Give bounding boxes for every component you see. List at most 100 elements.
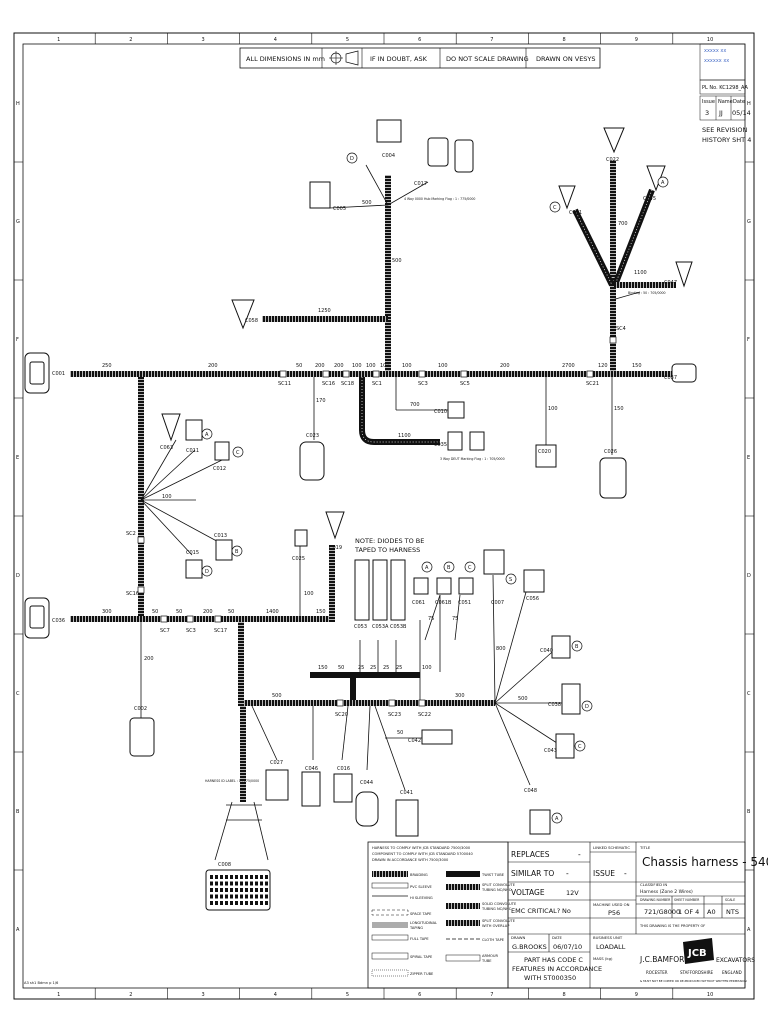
label-c053b: C053B <box>390 624 407 630</box>
border-row-label: H <box>747 101 751 107</box>
tb-part-line2: FEATURES IN ACCORDANCE <box>512 965 602 973</box>
tb-machine-value: P56 <box>608 909 620 917</box>
tb-scale-value: NTS <box>726 908 739 916</box>
border-row-label: A <box>747 927 751 933</box>
border-column-label: 3 <box>202 37 205 43</box>
legend-block: HARNESS TO COMPLY WITH JCB STANDARD 7500… <box>367 841 517 989</box>
border-column-label: 1 <box>57 37 60 43</box>
dim-label: 50 <box>228 609 234 615</box>
callout-a: A <box>425 565 429 571</box>
c008-pin <box>260 888 263 892</box>
c008-pin <box>220 888 223 892</box>
dim-label: 1100 <box>398 433 411 439</box>
drawing-notes: NOTE: DIODES TO BE TAPED TO HARNESS 4 Wa… <box>205 197 666 783</box>
label-c013: C013 <box>214 533 227 539</box>
tb-machine-header: MACHINE USED ON <box>593 902 630 907</box>
tb-classified-value: Harness (Zone 2 Wires) <box>640 889 693 895</box>
border-column-label: 6 <box>418 992 421 998</box>
c008-pin <box>230 881 233 886</box>
label-c061: C061 <box>412 600 425 606</box>
label-sc16b: SC16 <box>126 591 139 597</box>
rev-issue-value: 3 <box>705 109 709 117</box>
tb-sheet-value: 1 OF 4 <box>678 908 699 916</box>
dim-label: 2700 <box>562 363 575 369</box>
border-column-label: 4 <box>274 992 277 998</box>
c008-pin <box>245 881 248 886</box>
dim-label: 250 <box>102 363 112 369</box>
label-sc22: SC22 <box>418 712 431 718</box>
c008-pin <box>220 875 223 879</box>
callout-b: B <box>447 565 451 571</box>
legend-split2-b: WITH OVERLAP <box>482 924 510 928</box>
dim-label: 50 <box>397 730 403 736</box>
c008-pin <box>230 888 233 892</box>
tb-business-header: BUSINESS UNIT <box>593 935 623 940</box>
border-column-label: 2 <box>129 37 132 43</box>
c008-pin <box>230 901 233 905</box>
legend-hi-sleeving: HI SLEEVING <box>410 896 433 900</box>
c008-pin <box>240 888 243 892</box>
label-sc1: SC1 <box>372 381 382 387</box>
dim-label: 200 <box>144 656 154 662</box>
dim-label: 25 <box>358 665 364 671</box>
std-line2: COMPONENT TO COMPLY WITH JCB STANDARD 57… <box>372 852 474 856</box>
tb-copyright: & MUST NOT BE COPIED OR RE-PRODUCED WITH… <box>640 979 747 983</box>
label-sc3: SC3 <box>418 381 428 387</box>
label-c036: C036 <box>52 618 65 624</box>
note-dimensions: ALL DIMENSIONS IN mm <box>246 55 325 63</box>
c008-pin <box>255 901 258 905</box>
tb-voltage-value: 12V <box>566 889 579 897</box>
label-c047: C047 <box>664 280 677 286</box>
jcb-logo-icon: JCB <box>683 938 714 964</box>
label-c045: C045 <box>643 196 656 202</box>
tb-part-line3: WITH 5T000350 <box>524 974 576 982</box>
c008-pin <box>255 894 258 899</box>
note-binding: Binding : 50 : 705/0000 <box>628 291 666 295</box>
label-c020: C020 <box>538 449 551 455</box>
c008-pin <box>265 875 268 879</box>
tb-part-line1: PART HAS CODE C <box>524 956 583 964</box>
border-row-label: B <box>747 809 751 815</box>
dim-label: 1400 <box>266 609 279 615</box>
dim-label: 1250 <box>318 308 331 314</box>
callout-d: D <box>205 569 209 575</box>
dim-label: 700 <box>618 221 628 227</box>
label-sc23: SC23 <box>388 712 401 718</box>
label-c042: C042 <box>408 738 421 744</box>
dim-label: 500 <box>518 696 528 702</box>
c008-pin <box>210 888 213 892</box>
border-row-label: H <box>16 101 20 107</box>
label-c053: C053 <box>354 624 367 630</box>
splice-marker <box>342 370 350 378</box>
legend-space-tape: SPACE TAPE <box>410 912 432 916</box>
callout-c: C <box>553 205 557 211</box>
legend-taping: TAPING <box>409 926 423 930</box>
dim-label: 700 <box>410 402 420 408</box>
dim-label: 75 <box>428 616 434 622</box>
legend-full-tape: FULL TAPE <box>410 937 429 941</box>
border-column-label: 9 <box>635 992 638 998</box>
dim-label: 200 <box>334 363 344 369</box>
c008-pin <box>225 894 228 899</box>
c008-pin <box>260 881 263 886</box>
label-c021: C021 <box>569 210 582 216</box>
label-c007: C007 <box>491 600 504 606</box>
label-sc5: SC5 <box>460 381 470 387</box>
tb-drawn-header: DRAWN <box>511 935 526 940</box>
c008-pin <box>240 875 243 879</box>
border-row-label: E <box>16 455 19 461</box>
connector-labels: C001 C037 C036 C005 C004 C017 C058 C022 … <box>52 153 677 868</box>
footer-ref: A3 sh1 Bdmn p 1/6 <box>24 981 59 985</box>
label-c040: C040 <box>540 648 553 654</box>
border-row-label: F <box>16 337 19 343</box>
border-column-label: 2 <box>129 992 132 998</box>
label-sc17: SC17 <box>214 628 227 634</box>
legend-solid: SOLID CONVOLUTE <box>482 902 517 906</box>
tb-issue-value: - <box>624 869 627 878</box>
label-c053a: C053A <box>372 624 389 630</box>
splice-markers <box>137 336 617 707</box>
tb-address-2: STAFFORDSHIRE <box>680 970 714 975</box>
c008-pin <box>215 875 218 879</box>
border-row-label: D <box>16 573 20 579</box>
splice-marker <box>322 370 330 378</box>
